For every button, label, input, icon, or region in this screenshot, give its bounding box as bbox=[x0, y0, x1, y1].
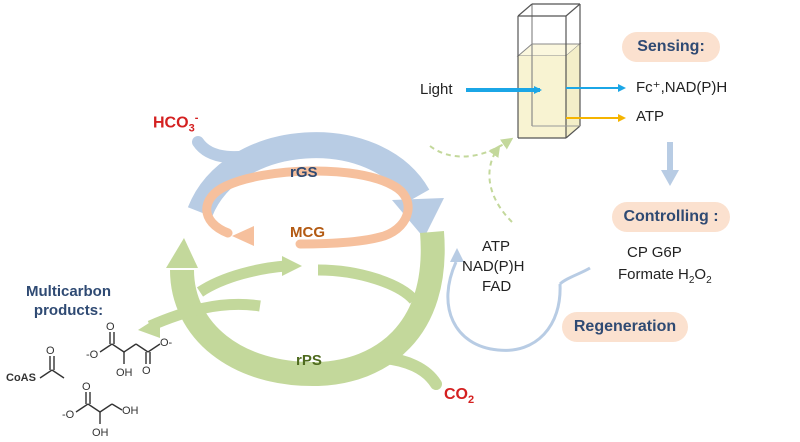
atp-output-label: ATP bbox=[636, 108, 665, 125]
glycerate-hydroxyl-1: OH bbox=[122, 405, 139, 417]
rgs-label: rGS bbox=[290, 164, 318, 181]
bicarbonate-text: HCO bbox=[153, 114, 189, 132]
cofactor-nadph: NAD(P)H bbox=[462, 258, 525, 275]
controls-line2: Formate H2O2 bbox=[618, 266, 712, 286]
co2-text: CO bbox=[444, 386, 468, 403]
products-title-line2: products: bbox=[33, 302, 104, 319]
mcg-cycle-arrow bbox=[202, 166, 413, 249]
regeneration-badge: Regeneration bbox=[562, 312, 688, 342]
co2-subscript: 2 bbox=[468, 394, 475, 407]
malate-structure bbox=[99, 332, 161, 364]
rps-inner-arc bbox=[196, 260, 287, 297]
cofactor-fad: FAD bbox=[482, 278, 512, 295]
malate-oxygen-2: O bbox=[142, 365, 151, 377]
malate-oxide-2: O- bbox=[160, 337, 173, 349]
controls-o: O bbox=[694, 266, 707, 283]
controls-line1: CP G6P bbox=[627, 244, 682, 261]
dashed-arrow-up bbox=[488, 144, 513, 223]
rps-inner-arrowhead bbox=[282, 256, 302, 276]
light-label: Light bbox=[420, 81, 453, 98]
fc-nadph-label: Fc⁺,NAD(P)H bbox=[636, 79, 728, 96]
bicarbonate-superscript: - bbox=[194, 112, 199, 124]
controls-formate-h: Formate H bbox=[618, 266, 689, 283]
products-title-line1: Multicarbon bbox=[26, 283, 111, 300]
rps-label: rPS bbox=[296, 352, 322, 369]
glycerate-oxide: -O bbox=[62, 409, 75, 421]
products-title: Multicarbon products: bbox=[26, 282, 111, 320]
acetyl-coa-structure bbox=[39, 356, 65, 379]
co2-input-arrow bbox=[378, 352, 442, 390]
controls-sub-2: 2 bbox=[706, 275, 712, 286]
malate-hydroxyl: OH bbox=[116, 367, 133, 379]
cuvette bbox=[516, 3, 582, 139]
acetyl-oxygen: O bbox=[46, 345, 55, 357]
dashed-arrow-left bbox=[429, 137, 514, 158]
rps-right-arc bbox=[317, 264, 419, 304]
glycerate-structure bbox=[75, 392, 123, 424]
co2-label: CO2 bbox=[444, 386, 474, 406]
glycerate-oxygen: O bbox=[82, 381, 91, 393]
coas-label: CoAS bbox=[6, 372, 36, 384]
mcg-label: MCG bbox=[290, 224, 325, 241]
rps-arrow bbox=[166, 231, 445, 387]
cofactor-atp: ATP bbox=[482, 238, 511, 255]
sensing-to-controlling-arrow bbox=[661, 142, 679, 186]
products-output-arrow bbox=[147, 298, 261, 332]
controlling-badge: Controlling : bbox=[612, 202, 730, 232]
malate-oxygen-1: O bbox=[106, 321, 115, 333]
malate-oxide-1: -O bbox=[86, 349, 99, 361]
controls-sub-1: 2 bbox=[688, 275, 695, 286]
bicarbonate-input-arrow bbox=[192, 136, 268, 164]
regeneration-cycle-arrow bbox=[446, 248, 591, 352]
sensing-badge: Sensing: bbox=[622, 32, 720, 62]
bicarbonate-label: HCO3- bbox=[153, 112, 198, 135]
bicarbonate-subscript: 3 bbox=[188, 122, 195, 135]
glycerate-hydroxyl-2: OH bbox=[92, 427, 109, 439]
